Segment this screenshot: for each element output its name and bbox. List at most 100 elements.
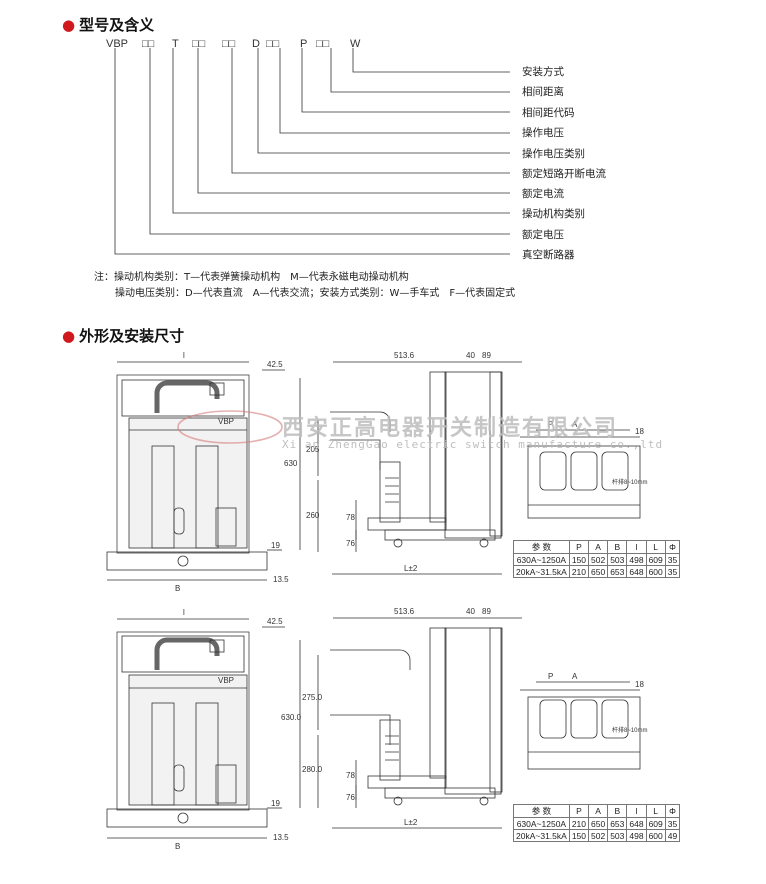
table-header-cell: P <box>568 804 590 818</box>
spec-table-2: 参 数 P A B l L Φ 630A~1250A 210 650 653 6… <box>513 804 681 842</box>
table-row: 20kA~31.5kA 150 502 503 498 600 49 <box>513 829 681 842</box>
table-cell: 653 <box>607 565 628 578</box>
table-cell: 630A~1250A <box>513 817 570 830</box>
dim-label: B <box>175 584 180 593</box>
table-header-cell: B <box>607 540 628 554</box>
table-cell: 653 <box>607 817 628 830</box>
side-view-1 <box>299 361 522 575</box>
dim-label: L±2 <box>404 564 418 573</box>
dim-label: 18 <box>635 427 644 436</box>
table-cell: 650 <box>587 565 609 578</box>
code-part: D <box>252 38 260 50</box>
front-view-2 <box>106 618 285 839</box>
dim-label: 40 <box>466 351 475 360</box>
code-part: □□ <box>222 38 236 50</box>
table-header-cell: L <box>645 540 666 554</box>
code-part: VBP <box>106 38 129 50</box>
dim-label: P <box>548 672 553 681</box>
table-header-cell: 参 数 <box>513 540 570 554</box>
dim-label: 19 <box>271 799 280 808</box>
table-header-row: 参 数 P A B l L Φ <box>513 540 681 554</box>
table-cell: 503 <box>607 829 628 842</box>
table-cell: 35 <box>664 565 681 578</box>
table-cell: 650 <box>587 817 609 830</box>
meaning-label: 额定短路开断电流 <box>522 168 606 180</box>
plan-view-2 <box>520 681 641 770</box>
meaning-label: 相间距离 <box>522 86 564 98</box>
table-cell: 503 <box>607 553 628 566</box>
table-row: 630A~1250A 150 502 503 498 609 35 <box>513 553 681 566</box>
code-part: □□ <box>316 38 330 50</box>
table-cell: 648 <box>626 817 647 830</box>
dim-label: A <box>572 420 578 429</box>
dim-label: B <box>175 842 180 851</box>
table-header-cell: Φ <box>664 540 681 554</box>
table-header-cell: A <box>587 540 609 554</box>
front-view-1 <box>106 361 285 581</box>
meaning-label: 真空断路器 <box>522 249 575 261</box>
dim-label: 42.5 <box>267 617 283 626</box>
dim-label: 42.5 <box>267 360 283 369</box>
table-cell: 502 <box>587 829 609 842</box>
watermark-logo <box>177 410 283 444</box>
spec-table-1: 参 数 P A B l L Φ 630A~1250A 150 502 503 4… <box>513 540 681 578</box>
dim-label: 280.0 <box>302 765 323 774</box>
model-leader-lines <box>114 48 510 255</box>
meaning-label: 操动机构类别 <box>522 208 585 220</box>
dim-label: 40 <box>466 607 475 616</box>
section-title-dimensions: ●外形及安装尺寸 <box>62 327 185 345</box>
meaning-label: 操作电压类别 <box>522 148 585 160</box>
table-cell: 498 <box>626 829 647 842</box>
dim-label: 杆排8~10mm <box>612 726 648 734</box>
dim-label: P <box>548 420 553 429</box>
table-header-cell: Φ <box>664 804 681 818</box>
table-header-cell: B <box>607 804 628 818</box>
dim-label: 513.6 <box>394 607 415 616</box>
table-header-row: 参 数 P A B l L Φ <box>513 804 681 818</box>
table-header-cell: l <box>626 804 647 818</box>
table-cell: 609 <box>645 553 666 566</box>
section-title-model: ●型号及含义 <box>62 16 155 34</box>
dim-label: 13.5 <box>273 833 289 842</box>
code-part: W <box>350 38 361 50</box>
note-line: 注：操动机构类别：T—代表弹簧操动机构 M—代表永磁电动操动机构 <box>94 272 409 283</box>
table-cell: 150 <box>568 829 590 842</box>
table-header-cell: A <box>587 804 609 818</box>
dim-label: 76 <box>346 793 355 802</box>
meaning-label: 相间距代码 <box>522 107 575 119</box>
table-cell: 150 <box>568 553 590 566</box>
meaning-label: 额定电流 <box>522 188 564 200</box>
meaning-label: 额定电压 <box>522 229 564 241</box>
meaning-label: 安装方式 <box>522 66 564 78</box>
dim-label: 13.5 <box>273 575 289 584</box>
dim-label: L±2 <box>404 818 418 827</box>
table-cell: 49 <box>664 829 681 842</box>
dim-label: 275.0 <box>302 693 323 702</box>
dim-label: 260 <box>306 511 320 520</box>
table-cell: 630A~1250A <box>513 553 570 566</box>
table-row: 20kA~31.5kA 210 650 653 648 600 35 <box>513 565 681 578</box>
dim-label: 630.0 <box>281 713 302 722</box>
table-header-cell: l <box>626 540 647 554</box>
plan-view-1 <box>520 429 641 519</box>
side-view-2 <box>299 617 522 829</box>
dim-label: 513.6 <box>394 351 415 360</box>
table-cell: 20kA~31.5kA <box>513 829 570 842</box>
dim-label: 18 <box>635 680 644 689</box>
table-cell: 648 <box>626 565 647 578</box>
dim-label: VBP <box>218 676 234 685</box>
table-header-cell: P <box>568 540 590 554</box>
dim-label: 89 <box>482 607 491 616</box>
dim-label: 205 <box>306 445 320 454</box>
watermark-en: Xi'an ZhengGao electric switch manufactu… <box>282 438 664 451</box>
table-cell: 20kA~31.5kA <box>513 565 570 578</box>
dim-label: A <box>572 672 578 681</box>
bullet-icon: ● <box>62 16 76 34</box>
dim-label: 89 <box>482 351 491 360</box>
bullet-icon: ● <box>62 327 76 345</box>
dim-label: 78 <box>346 771 355 780</box>
meaning-label: 操作电压 <box>522 127 564 139</box>
dim-label: 78 <box>346 513 355 522</box>
table-cell: 210 <box>568 817 590 830</box>
